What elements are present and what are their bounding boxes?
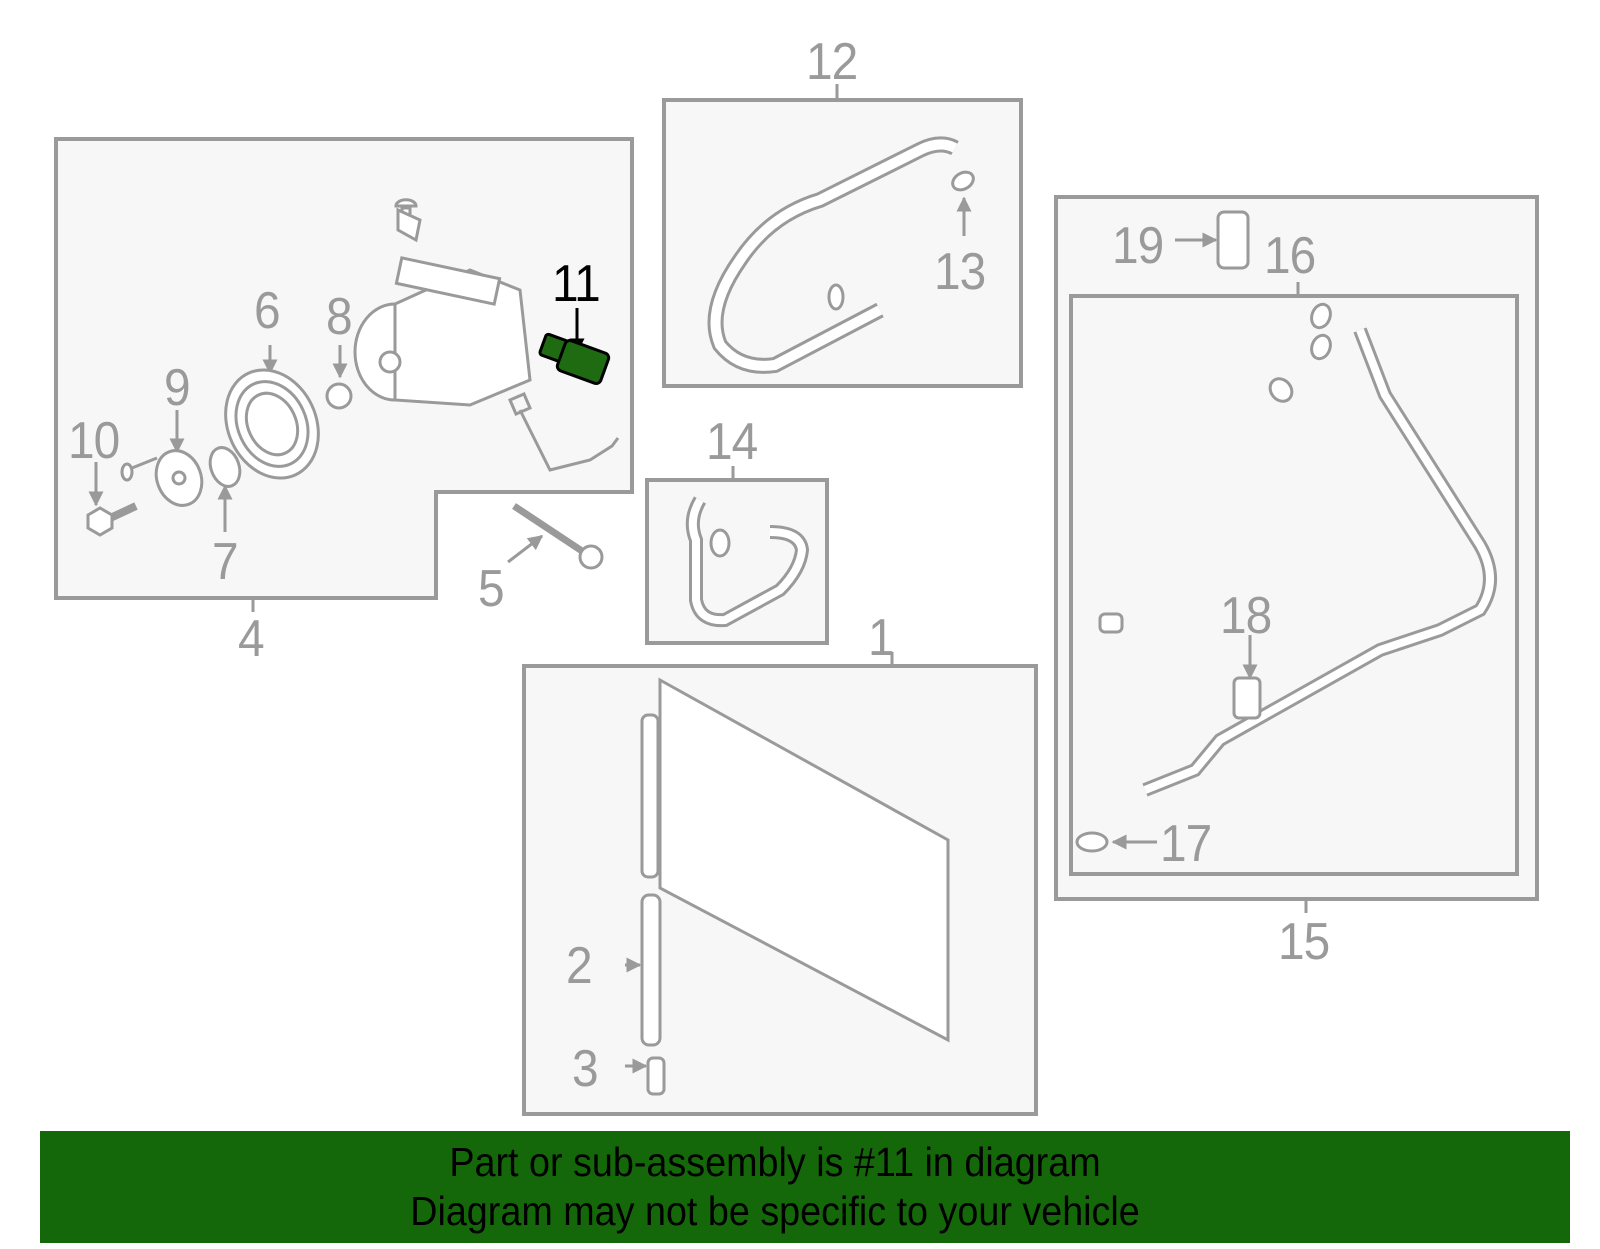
callout-13[interactable]: 13: [934, 243, 986, 301]
callout-16[interactable]: 16: [1264, 227, 1316, 285]
part-11-highlight: [538, 332, 611, 385]
callout-17[interactable]: 17: [1160, 815, 1212, 873]
callout-18[interactable]: 18: [1220, 587, 1272, 645]
callout-1[interactable]: 1: [868, 609, 895, 667]
compressor-drawing: [353, 198, 532, 407]
callout-10[interactable]: 10: [68, 412, 120, 470]
harness-drawing: [508, 392, 620, 472]
banner-line-part: Part or sub-assembly is #11 in diagram: [449, 1139, 1101, 1185]
banner-line-disclaimer: Diagram may not be specific to your vehi…: [410, 1188, 1140, 1234]
callout-11[interactable]: 11: [552, 255, 601, 313]
callout-8[interactable]: 8: [326, 288, 353, 346]
callout-5[interactable]: 5: [478, 560, 505, 618]
info-banner: Part or sub-assembly is #11 in diagram D…: [40, 1131, 1570, 1243]
callout-4[interactable]: 4: [238, 610, 265, 668]
group-box-16: [1069, 294, 1519, 876]
callout-9[interactable]: 9: [164, 359, 191, 417]
callout-6[interactable]: 6: [254, 282, 281, 340]
pulley-drawing: [224, 368, 320, 480]
callout-19[interactable]: 19: [1112, 217, 1164, 275]
callout-15[interactable]: 15: [1278, 913, 1330, 971]
callout-3[interactable]: 3: [572, 1040, 599, 1098]
condenser-drawing: [640, 677, 950, 1096]
callout-14[interactable]: 14: [706, 413, 758, 471]
callout-7[interactable]: 7: [212, 533, 239, 591]
callout-2[interactable]: 2: [566, 937, 593, 995]
callout-12[interactable]: 12: [806, 33, 858, 91]
